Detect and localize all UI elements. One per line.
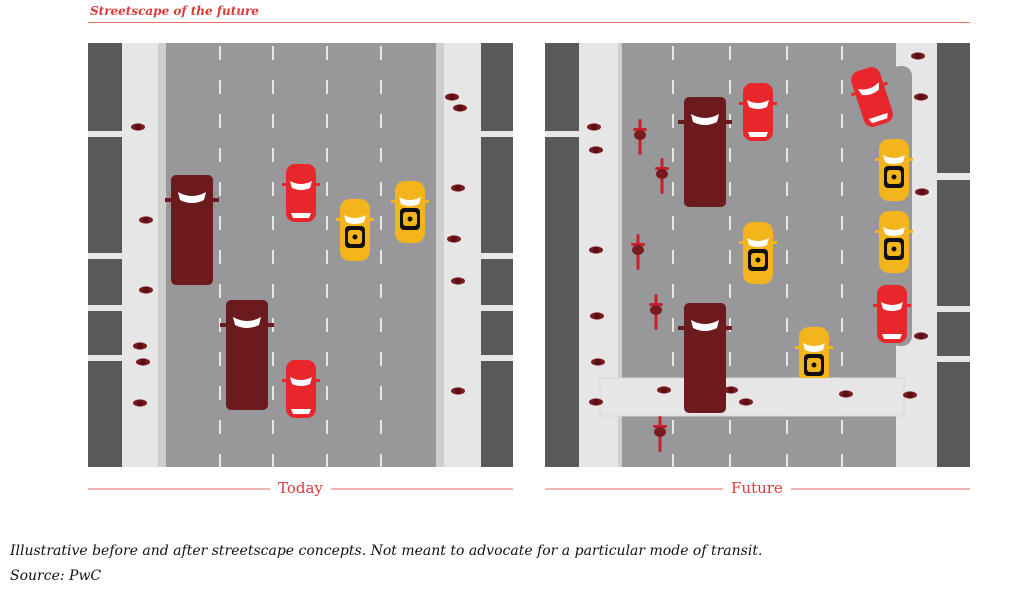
pedestrian-icon: [131, 123, 145, 131]
taxi-icon: [739, 222, 777, 284]
future-label: Future: [723, 479, 791, 497]
pedestrian-icon: [445, 93, 459, 101]
pedestrian-icon: [657, 386, 671, 394]
taxi-icon: [875, 211, 913, 273]
car-icon: [739, 83, 777, 141]
van-icon: [220, 300, 274, 410]
pedestrian-icon: [915, 188, 929, 196]
pedestrian-icon: [451, 184, 465, 192]
pedestrian-icon: [914, 332, 928, 340]
car-icon: [282, 164, 320, 222]
diagram-title: Streetscape of the future: [90, 4, 259, 18]
pedestrian-icon: [911, 52, 925, 60]
pedestrian-icon: [453, 104, 467, 112]
pedestrian-icon: [903, 391, 917, 399]
taxi-icon: [391, 181, 429, 243]
pedestrian-icon: [136, 358, 150, 366]
pedestrian-icon: [589, 398, 603, 406]
pedestrian-icon: [139, 286, 153, 294]
figure-caption: Illustrative before and after streetscap…: [10, 543, 763, 559]
pedestrian-icon: [447, 235, 461, 243]
van-icon: [678, 303, 732, 413]
today-label: Today: [270, 479, 331, 497]
title-rule: [88, 22, 970, 23]
pedestrian-icon: [589, 146, 603, 154]
taxi-icon: [875, 139, 913, 201]
pedestrian-icon: [724, 386, 738, 394]
pedestrian-icon: [590, 312, 604, 320]
future-panel: [545, 43, 970, 467]
pedestrian-icon: [139, 216, 153, 224]
pedestrian-icon: [587, 123, 601, 131]
van-icon: [165, 175, 219, 285]
pedestrian-icon: [133, 342, 147, 350]
figure-source: Source: PwC: [10, 568, 102, 584]
car-icon: [873, 285, 911, 343]
car-icon: [282, 360, 320, 418]
pedestrian-icon: [133, 399, 147, 407]
pedestrian-icon: [451, 387, 465, 395]
pedestrian-icon: [839, 390, 853, 398]
pedestrian-icon: [451, 277, 465, 285]
van-icon: [678, 97, 732, 207]
pedestrian-icon: [739, 398, 753, 406]
taxi-icon: [336, 199, 374, 261]
pedestrian-icon: [589, 246, 603, 254]
pedestrian-icon: [914, 93, 928, 101]
pedestrian-icon: [591, 358, 605, 366]
today-panel: [88, 43, 513, 467]
